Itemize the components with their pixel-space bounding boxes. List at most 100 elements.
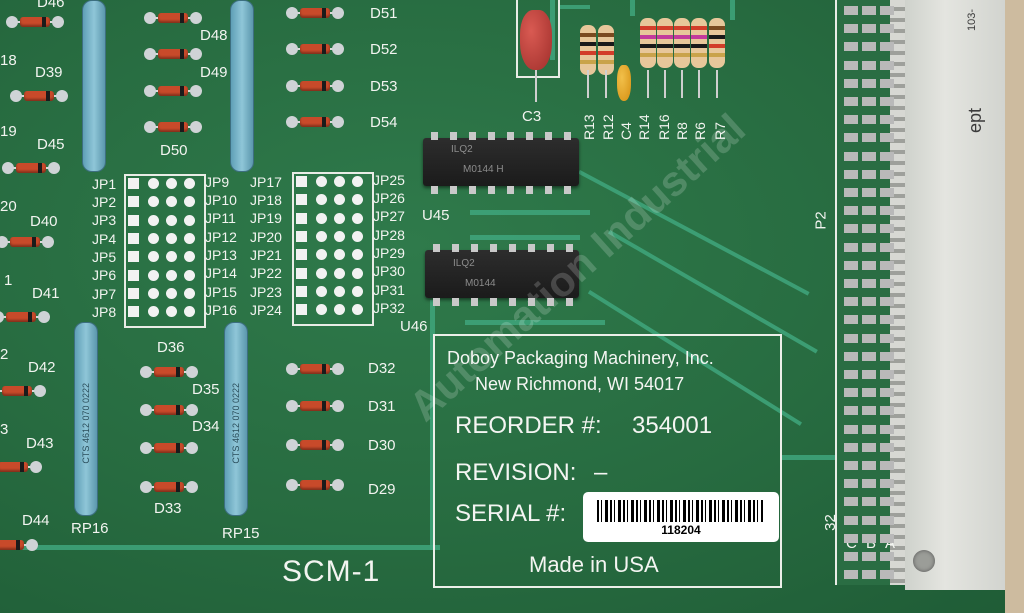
resistor-ref-label: R6 bbox=[692, 122, 708, 140]
ic-pin bbox=[433, 298, 440, 306]
connector-pin bbox=[880, 24, 894, 34]
ic-pin bbox=[509, 244, 516, 252]
diode bbox=[140, 440, 198, 456]
diode-label: D54 bbox=[370, 114, 398, 131]
ic-pin bbox=[528, 244, 535, 252]
resistor-ref-label: R14 bbox=[636, 114, 652, 140]
jumper-pad bbox=[148, 251, 159, 263]
connector-pin bbox=[862, 388, 876, 398]
resistor-pack: CTS 4612 070 0222 bbox=[74, 322, 98, 516]
connector-pin bbox=[844, 570, 858, 580]
ic-pin bbox=[431, 186, 438, 194]
ic-pin bbox=[471, 298, 478, 306]
connector-pin bbox=[862, 24, 876, 34]
diode bbox=[10, 88, 68, 104]
connector-pin bbox=[862, 351, 876, 361]
jumper-pad bbox=[334, 176, 345, 187]
connector-pin bbox=[880, 169, 894, 179]
connector-pin bbox=[862, 315, 876, 325]
diode bbox=[286, 41, 344, 57]
connector-pin bbox=[862, 97, 876, 106]
ic-pin bbox=[490, 298, 497, 306]
resistor bbox=[580, 25, 596, 75]
connector-row-label: A bbox=[885, 535, 896, 552]
connector-pin bbox=[862, 78, 876, 88]
connector-pin bbox=[880, 315, 894, 325]
jumper-pad bbox=[166, 269, 177, 281]
jumper-label: JP8 bbox=[92, 304, 117, 320]
connector-pin bbox=[880, 442, 894, 452]
diode bbox=[286, 437, 344, 453]
jumper-label: JP7 bbox=[92, 286, 117, 302]
diode-label: D30 bbox=[368, 437, 396, 454]
jumper-pad bbox=[148, 232, 159, 244]
connector-pin bbox=[862, 151, 876, 161]
diode bbox=[286, 5, 344, 21]
jumper-pad bbox=[296, 267, 307, 279]
connector-pin bbox=[862, 424, 876, 434]
connector-pin bbox=[844, 42, 858, 52]
ic-pin bbox=[507, 132, 514, 140]
connector-pin bbox=[862, 206, 876, 216]
jumper-label: JP19 bbox=[250, 210, 282, 226]
diode bbox=[286, 398, 344, 414]
jumper-pad bbox=[128, 306, 139, 318]
jumper-label: JP4 bbox=[92, 231, 117, 247]
jumper-pad bbox=[316, 212, 327, 224]
resistor-pack bbox=[230, 0, 254, 172]
connector-pin bbox=[862, 188, 876, 197]
resistor-ref-label: C4 bbox=[618, 122, 634, 140]
connector-pin bbox=[862, 515, 876, 525]
connector-code: 103- bbox=[966, 8, 979, 32]
connector-pin bbox=[844, 151, 858, 161]
ic-pin bbox=[488, 132, 495, 140]
jumper-pad bbox=[334, 267, 345, 279]
ic-pin bbox=[490, 244, 497, 252]
jumper-pad bbox=[184, 214, 195, 226]
jumper-pad bbox=[316, 194, 327, 206]
jumper-label: JP23 bbox=[250, 284, 282, 300]
connector-pin bbox=[880, 297, 894, 307]
ic-pin bbox=[450, 186, 457, 194]
connector-pin bbox=[880, 406, 894, 416]
diode bbox=[0, 234, 54, 250]
c3-capacitor bbox=[520, 10, 552, 70]
connector-pin bbox=[844, 533, 858, 543]
jumper-pad bbox=[334, 285, 345, 297]
jumper-pad bbox=[296, 212, 307, 224]
diode bbox=[144, 119, 202, 135]
diode bbox=[286, 78, 344, 94]
jumper-label: JP12 bbox=[205, 229, 237, 245]
connector-pin bbox=[844, 461, 858, 470]
resistor-pack: CTS 4612 070 0222 bbox=[224, 322, 248, 516]
connector-pin bbox=[880, 497, 894, 507]
jumper-label: JP9 bbox=[205, 174, 230, 190]
connector-pin bbox=[862, 533, 876, 543]
jumper-pad bbox=[166, 214, 177, 226]
connector-pin bbox=[880, 260, 894, 270]
connector-pin bbox=[880, 115, 894, 125]
jumper-pad bbox=[316, 176, 327, 187]
connector-pin bbox=[880, 6, 894, 15]
jumper-pad bbox=[184, 287, 195, 299]
ic-marking: M0144 H bbox=[463, 164, 504, 175]
ic-pin bbox=[526, 186, 533, 194]
connector-pin bbox=[844, 60, 858, 70]
jumper-label: JP3 bbox=[92, 212, 117, 228]
diode bbox=[144, 46, 202, 62]
jumper-label: JP10 bbox=[205, 192, 237, 208]
diode-label: D50 bbox=[160, 142, 188, 159]
ic-pin bbox=[469, 132, 476, 140]
jumper-pad bbox=[128, 287, 139, 299]
diode bbox=[286, 361, 344, 377]
resistor-ref-label: R16 bbox=[656, 114, 672, 140]
ic-pin bbox=[566, 298, 573, 306]
company-address: New Richmond, WI 54017 bbox=[475, 374, 685, 394]
ic-pin bbox=[452, 244, 459, 252]
ic-pin bbox=[469, 186, 476, 194]
jumper-pad bbox=[352, 267, 363, 279]
jumper-pad bbox=[296, 194, 307, 206]
jumper-pad bbox=[166, 251, 177, 263]
diode-label: 19 bbox=[0, 123, 17, 140]
